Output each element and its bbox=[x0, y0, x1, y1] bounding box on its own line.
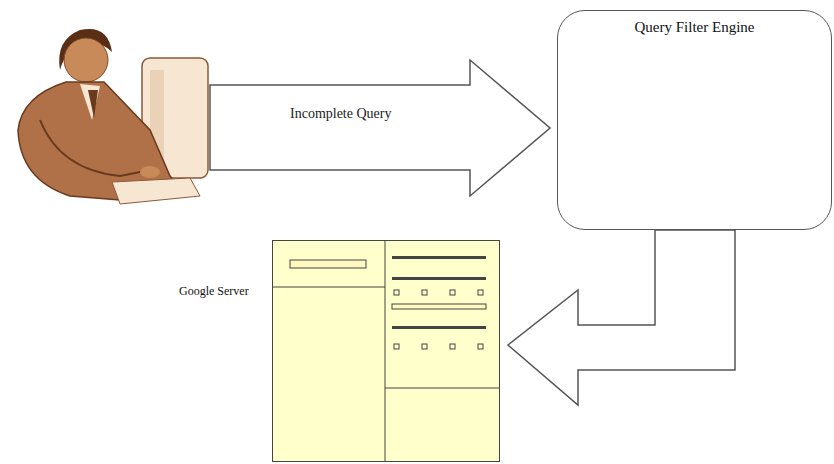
node-title: Query Filter Engine bbox=[558, 19, 831, 36]
process-box: Query Filter Engine bbox=[557, 10, 832, 230]
arrow-label: Incomplete Query bbox=[290, 106, 391, 122]
user-figure bbox=[18, 29, 208, 204]
server-symbol bbox=[272, 240, 500, 462]
flow-arrow bbox=[508, 230, 735, 405]
server-label: Google Server bbox=[171, 279, 257, 304]
server-box: Google Server bbox=[272, 240, 500, 462]
input-arrow bbox=[210, 60, 550, 196]
